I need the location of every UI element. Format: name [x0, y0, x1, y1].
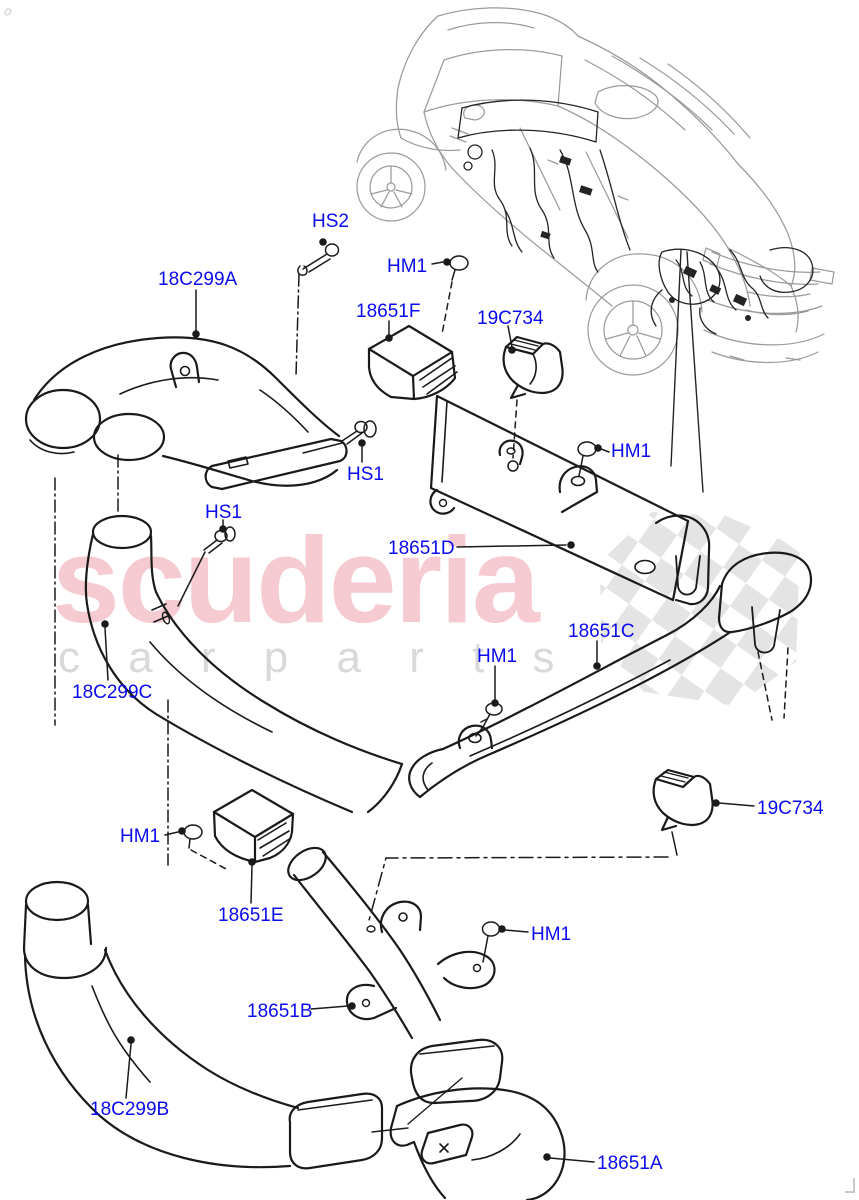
part-box-18651E [212, 788, 295, 864]
brand-watermark: scuderia [52, 512, 541, 648]
label-18C299C[interactable]: 18C299C [72, 682, 152, 703]
label-HM1-bottom[interactable]: HM1 [531, 924, 571, 945]
label-HS2[interactable]: HS2 [312, 211, 349, 232]
bolt-HS2 [297, 243, 340, 276]
part-actuator-19C734-upper [502, 335, 564, 400]
corner-mark [845, 1178, 855, 1193]
locator-pointer-line [686, 251, 704, 493]
part-duct-18651A [389, 1087, 566, 1200]
label-HS1-left[interactable]: HS1 [205, 502, 242, 523]
pin-HM1-mid [475, 702, 503, 737]
part-box-18651F [367, 324, 458, 401]
label-18C299B[interactable]: 18C299B [90, 1099, 169, 1120]
pin-HM1-bottom [481, 921, 501, 963]
label-18C299A[interactable]: 18C299A [158, 269, 238, 290]
label-18651D[interactable]: 18651D [388, 538, 455, 559]
part-duct-18651B [287, 846, 504, 1133]
vehicle-interior-detail [457, 99, 814, 493]
part-duct-18C299A [24, 336, 348, 491]
install-point-circle [507, 460, 519, 472]
part-actuator-19C734-lower [652, 768, 714, 856]
checkered-flag-watermark [600, 512, 800, 706]
label-HM1-left[interactable]: HM1 [120, 826, 160, 847]
label-19C734-upper[interactable]: 19C734 [477, 308, 544, 329]
brand-tagline-watermark: c a r p a r t s [58, 633, 573, 682]
part-duct-18C299B [22, 880, 384, 1170]
pin-HM1-right [577, 441, 597, 477]
leader-dots [101, 238, 720, 1161]
screw-HS1-right [302, 420, 377, 454]
pin-HM1-top [449, 255, 469, 281]
label-18651B[interactable]: 18651B [247, 1001, 313, 1022]
label-HM1-mid[interactable]: HM1 [477, 646, 517, 667]
label-18651E[interactable]: 18651E [218, 905, 284, 926]
part-labels: 18C299A HS2 HM1 18651F 19C734 HS1 HS1 18… [72, 211, 824, 1174]
part-duct-18651C [408, 551, 813, 799]
label-18651C[interactable]: 18651C [568, 621, 635, 642]
pin-HM1-left [183, 824, 203, 849]
label-18651A[interactable]: 18651A [597, 1153, 663, 1174]
part-duct-18C299C [84, 514, 404, 814]
label-HM1-right[interactable]: HM1 [611, 441, 651, 462]
part-duct-18651D [429, 394, 711, 606]
locator-pointer-line [670, 249, 682, 467]
screw-HS1-left [177, 526, 236, 607]
vehicle-locator-drawing [356, 7, 835, 376]
label-HM1-top[interactable]: HM1 [387, 256, 427, 277]
label-19C734-lower[interactable]: 19C734 [757, 798, 824, 819]
leaders-and-fasteners [54, 238, 755, 1163]
part-drawings [22, 324, 813, 1200]
corner-mark [4, 8, 12, 16]
label-18651F[interactable]: 18651F [356, 301, 420, 322]
label-HS1-right[interactable]: HS1 [347, 464, 384, 485]
